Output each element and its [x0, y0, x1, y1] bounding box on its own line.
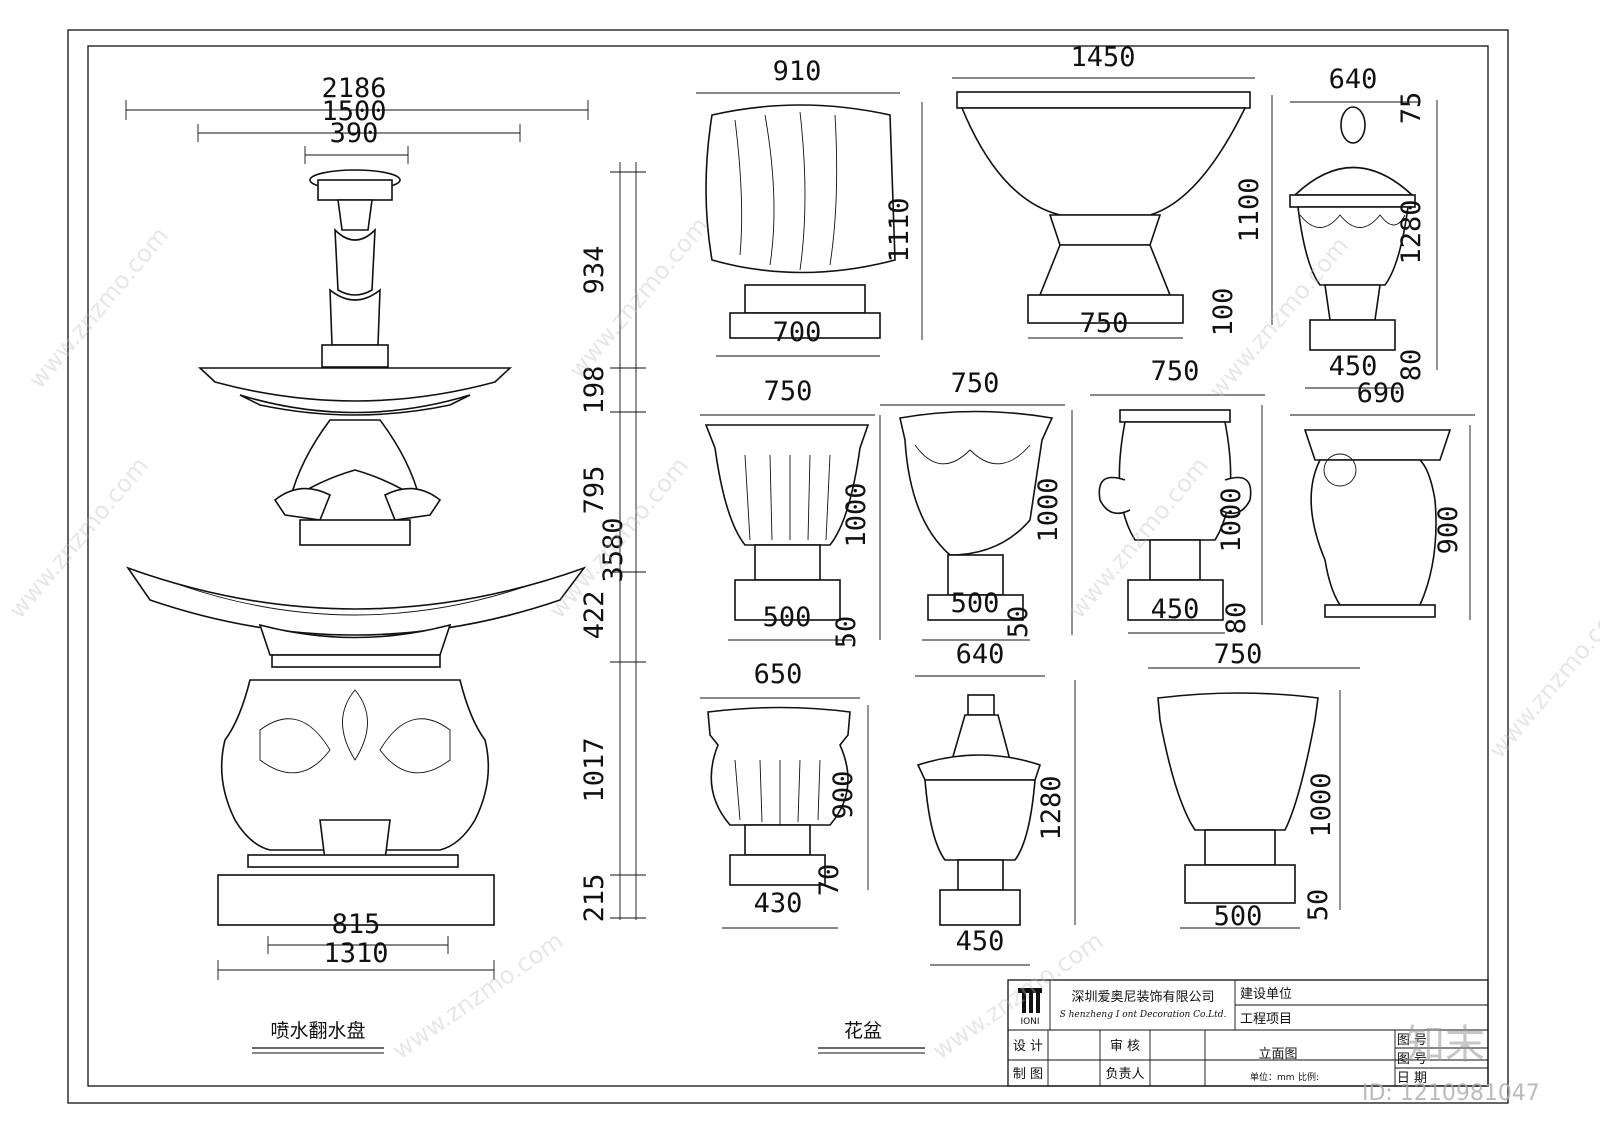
p3-small-dim: 75	[1396, 92, 1427, 125]
fig-no-label: 图 号	[1397, 1033, 1427, 1048]
p5-base-dim: 500	[951, 588, 1000, 619]
p10-height-dim: 1000	[1306, 772, 1337, 837]
unit-label: 单位：mm	[1250, 1071, 1295, 1083]
watermark-id: ID: 1210981047	[1362, 1081, 1540, 1106]
p7-height-dim: 900	[1433, 506, 1464, 555]
fountain-dim-795: 795	[579, 466, 610, 515]
date-label: 日 期	[1397, 1071, 1427, 1086]
p10-top-dim: 750	[1214, 639, 1263, 670]
p5-height-dim: 1000	[1033, 477, 1064, 542]
p3-sub-dim: 80	[1396, 349, 1427, 382]
company-name-cn: 深圳爱奥尼装饰有限公司	[1071, 990, 1214, 1005]
builder-label: 建设单位	[1240, 987, 1292, 1002]
watermark-site-4: www.znzmo.com	[543, 452, 694, 624]
fountain-dim-815: 815	[332, 909, 381, 940]
p1-top-dim: 910	[773, 56, 822, 87]
title-block: IONI 深圳爱奥尼装饰有限公司 S henzheng I ont Decora…	[1007, 979, 1489, 1087]
p5-sub-dim: 50	[1003, 606, 1034, 639]
owner-label: 负责人	[1105, 1067, 1144, 1082]
watermark-site-2: www.znzmo.com	[3, 452, 154, 624]
p2-top-dim: 1450	[1070, 42, 1135, 73]
scale-label: 比例:	[1298, 1071, 1319, 1083]
fountain-dim-198: 198	[579, 366, 610, 415]
watermark-site-8: www.znzmo.com	[387, 927, 568, 1065]
outer-frame	[67, 29, 1509, 1104]
p6-sub-dim: 80	[1221, 602, 1252, 635]
fountain-caption: 喷水翻水盘	[270, 1020, 365, 1042]
fountain-dim-422: 422	[579, 591, 610, 640]
p4-top-dim: 750	[764, 376, 813, 407]
p8-sub-dim: 70	[814, 864, 845, 897]
p10-sub-dim: 50	[1303, 889, 1334, 922]
fountain-dim-934: 934	[579, 246, 610, 295]
p3-height-dim: 1280	[1396, 199, 1427, 264]
p7-top-dim: 690	[1357, 378, 1406, 409]
p1-height-dim: 1110	[884, 197, 915, 262]
p4-sub-dim: 50	[831, 616, 862, 649]
p10-base-dim: 500	[1214, 901, 1263, 932]
draw-label: 制 图	[1013, 1067, 1043, 1082]
design-label: 设 计	[1013, 1039, 1043, 1054]
watermark-site-3: www.znzmo.com	[563, 212, 714, 384]
fountain-dim-390: 390	[330, 118, 379, 149]
logo-column-cap	[1018, 988, 1042, 993]
p8-top-dim: 650	[754, 659, 803, 690]
p6-height-dim: 1000	[1216, 487, 1247, 552]
p9-base-dim: 450	[956, 926, 1005, 957]
review-label: 审 核	[1110, 1039, 1140, 1054]
company-logo: IONI	[1020, 1017, 1039, 1027]
p2-sub-dim: 100	[1208, 288, 1239, 337]
fountain-dim-2186: 2186	[321, 73, 386, 104]
p9-top-dim: 640	[956, 639, 1005, 670]
p3-top-dim: 640	[1329, 64, 1378, 95]
planters-group: 910 700 1110 1450 750 1100 100 640 450	[696, 42, 1475, 1054]
p8-base-dim: 430	[754, 888, 803, 919]
p8-height-dim: 900	[828, 771, 859, 820]
watermark-site-1: www.znzmo.com	[23, 222, 174, 394]
fountain-dim-1310: 1310	[323, 938, 388, 969]
p4-base-dim: 500	[763, 602, 812, 633]
p2-height-dim: 1100	[1234, 177, 1265, 242]
p6-top-dim: 750	[1151, 356, 1200, 387]
project-label: 工程项目	[1240, 1012, 1292, 1027]
fountain-group: 2186 1500 390 93	[125, 73, 646, 1054]
watermark-logo: 知末	[1405, 1022, 1485, 1068]
drawing-name: 立面图	[1258, 1047, 1297, 1062]
planters-caption: 花盆	[844, 1020, 882, 1042]
fountain-dim-3580: 3580	[598, 517, 629, 582]
inner-frame	[87, 45, 1489, 1087]
fountain-dim-215: 215	[579, 874, 610, 923]
p4-height-dim: 1000	[841, 482, 872, 547]
watermark-site-7: www.znzmo.com	[1483, 592, 1600, 764]
p3-base-dim: 450	[1329, 351, 1378, 382]
p9-height-dim: 1280	[1036, 775, 1067, 840]
company-name-en: S henzheng I ont Decoration Co.Ltd.	[1060, 1010, 1227, 1020]
p6-base-dim: 450	[1151, 594, 1200, 625]
fig-label: 图 号	[1397, 1052, 1427, 1067]
p1-base-dim: 700	[773, 317, 822, 348]
fountain-dim-1500: 1500	[321, 96, 386, 127]
p2-base-dim: 750	[1080, 308, 1129, 339]
fountain-dim-1017: 1017	[579, 737, 610, 802]
p5-top-dim: 750	[951, 368, 1000, 399]
